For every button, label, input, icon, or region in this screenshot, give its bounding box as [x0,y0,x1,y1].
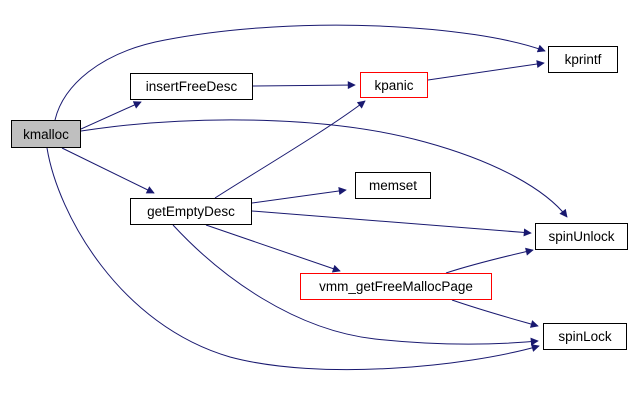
edge-kmalloc-spinLock [46,147,540,371]
edge-kmalloc-getEmptyDesc [61,147,155,194]
edge-kmalloc-kprintf [54,24,546,121]
node-kmalloc: kmalloc [11,120,81,148]
edge-getEmptyDesc-spinUnlock [251,210,532,237]
edge-getEmptyDesc-vmm_getFreeMallocPage [205,224,341,273]
edge-kmalloc-insertFreeDesc [80,101,142,130]
edge-getEmptyDesc-memset [251,187,347,204]
node-insertFreeDesc[interactable]: insertFreeDesc [130,73,253,100]
edge-vmm_getFreeMallocPage-spinLock [451,299,539,328]
edge-getEmptyDesc-spinLock [172,224,539,346]
node-kprintf[interactable]: kprintf [548,46,618,73]
node-getEmptyDesc[interactable]: getEmptyDesc [130,198,252,225]
node-spinLock[interactable]: spinLock [543,323,627,350]
edge-insertFreeDesc-kpanic [252,81,356,90]
edge-vmm_getFreeMallocPage-spinUnlock [445,247,534,274]
node-vmm_getFreeMallocPage[interactable]: vmm_getFreeMallocPage [300,273,492,300]
node-kpanic[interactable]: kpanic [360,72,428,98]
edge-kpanic-kprintf [427,60,545,81]
edge-getEmptyDesc-kpanic [214,100,366,199]
node-memset[interactable]: memset [355,172,431,199]
node-spinUnlock[interactable]: spinUnlock [535,223,628,250]
edge-kmalloc-spinUnlock [80,119,568,218]
